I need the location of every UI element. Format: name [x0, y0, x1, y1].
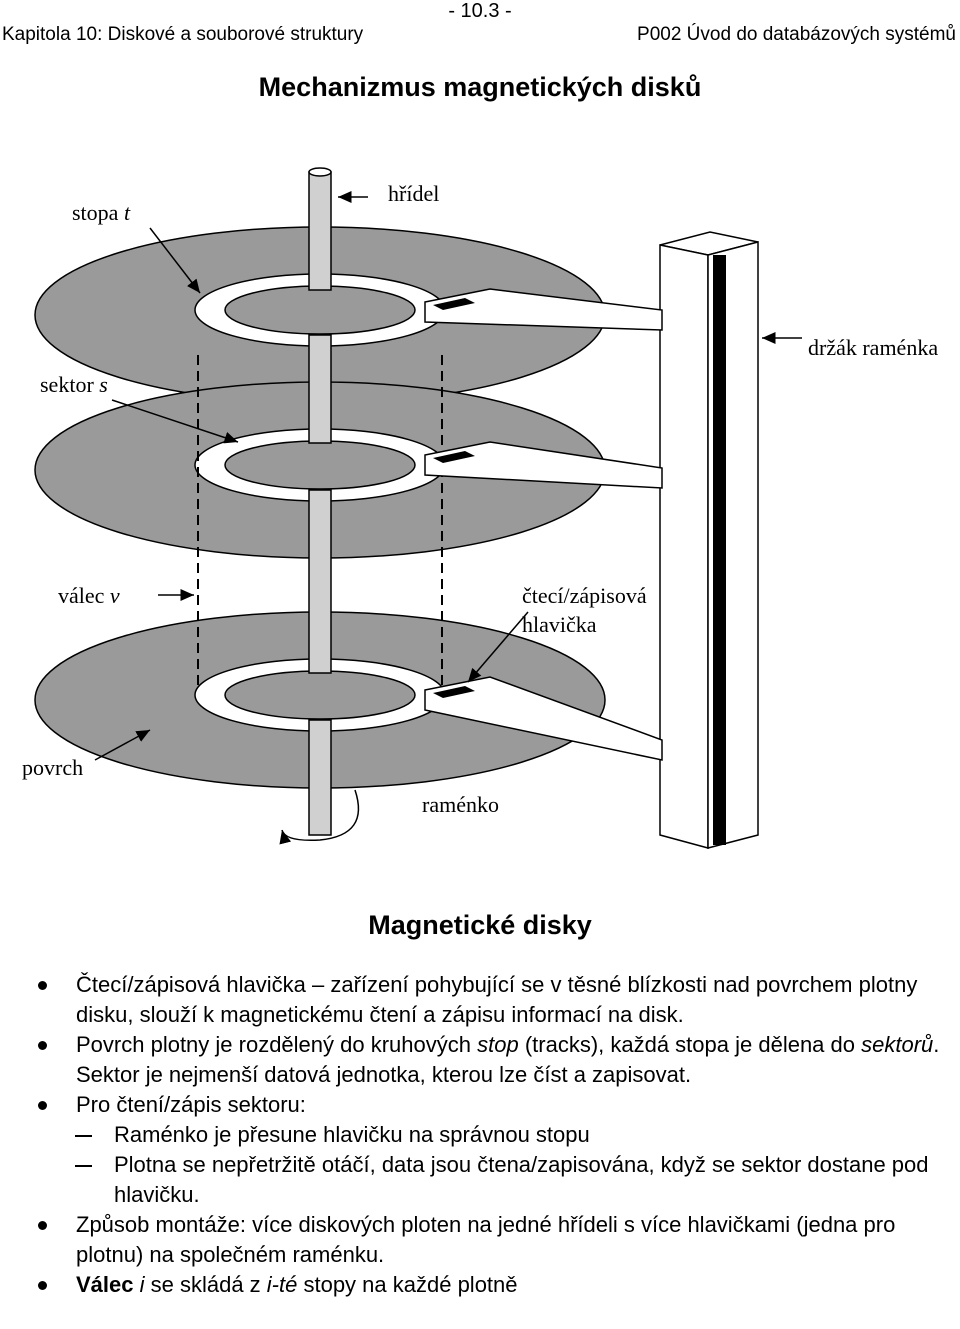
list-item: Povrch plotny je rozdělený do kruhových …	[0, 1030, 960, 1090]
label-rw-head-1: čtecí/zápisová	[522, 583, 647, 608]
label-surface: povrch	[22, 755, 83, 780]
bullet-icon	[38, 1041, 47, 1050]
arrow-track	[149, 227, 201, 294]
section-title: Magnetické disky	[368, 910, 592, 940]
figure-title: Mechanizmus magnetických disků	[258, 72, 702, 102]
list-item: Způsob montáže: více diskových ploten na…	[0, 1210, 960, 1270]
label-sector: sektor s	[40, 372, 108, 397]
arm-top	[424, 288, 663, 331]
page-number: - 10.3 -	[448, 0, 512, 22]
label-spindle: hřídel	[388, 181, 439, 206]
spindle	[308, 167, 332, 836]
course-header: P002 Úvod do databázových systémů	[637, 24, 956, 45]
label-arm: raménko	[422, 792, 499, 817]
bullet-icon	[38, 1281, 47, 1290]
list-item: Válec i se skládá z i-té stopy na každé …	[0, 1270, 960, 1300]
bullet-list: Čtecí/zápisová hlavička – zařízení pohyb…	[0, 970, 960, 1300]
label-track: stopa t	[72, 200, 131, 225]
bullet-icon	[38, 981, 47, 990]
label-rw-head-2: hlavička	[522, 612, 597, 637]
sub-list-item: Plotna se nepřetržitě otáčí, data jsou č…	[0, 1150, 960, 1210]
cylinder-outline	[197, 355, 443, 690]
arm-middle	[424, 441, 663, 489]
arm-assembly-column	[659, 231, 759, 849]
rotation-arrow	[279, 789, 360, 845]
arrow-sector	[111, 399, 239, 444]
arrow-surface	[94, 729, 151, 761]
list-item: Čtecí/zápisová hlavička – zařízení pohyb…	[0, 970, 960, 1030]
dash-icon	[75, 1165, 92, 1167]
bullet-icon	[38, 1101, 47, 1110]
disk-mechanism-diagram: stopa t hřídel držák raménka sektor s vá…	[22, 167, 938, 849]
list-item: Pro čtení/zápis sektoru:	[0, 1090, 960, 1120]
sub-list-item: Raménko je přesune hlavičku na správnou …	[0, 1120, 960, 1150]
chapter-header: Kapitola 10: Diskové a souborové struktu…	[2, 24, 364, 45]
bullet-icon	[38, 1221, 47, 1230]
label-cylinder: válec v	[58, 583, 120, 608]
dash-icon	[75, 1135, 92, 1137]
platter-bottom	[34, 611, 606, 789]
label-arm-assembly: držák raménka	[808, 335, 938, 360]
arrow-rw-head	[467, 611, 529, 683]
